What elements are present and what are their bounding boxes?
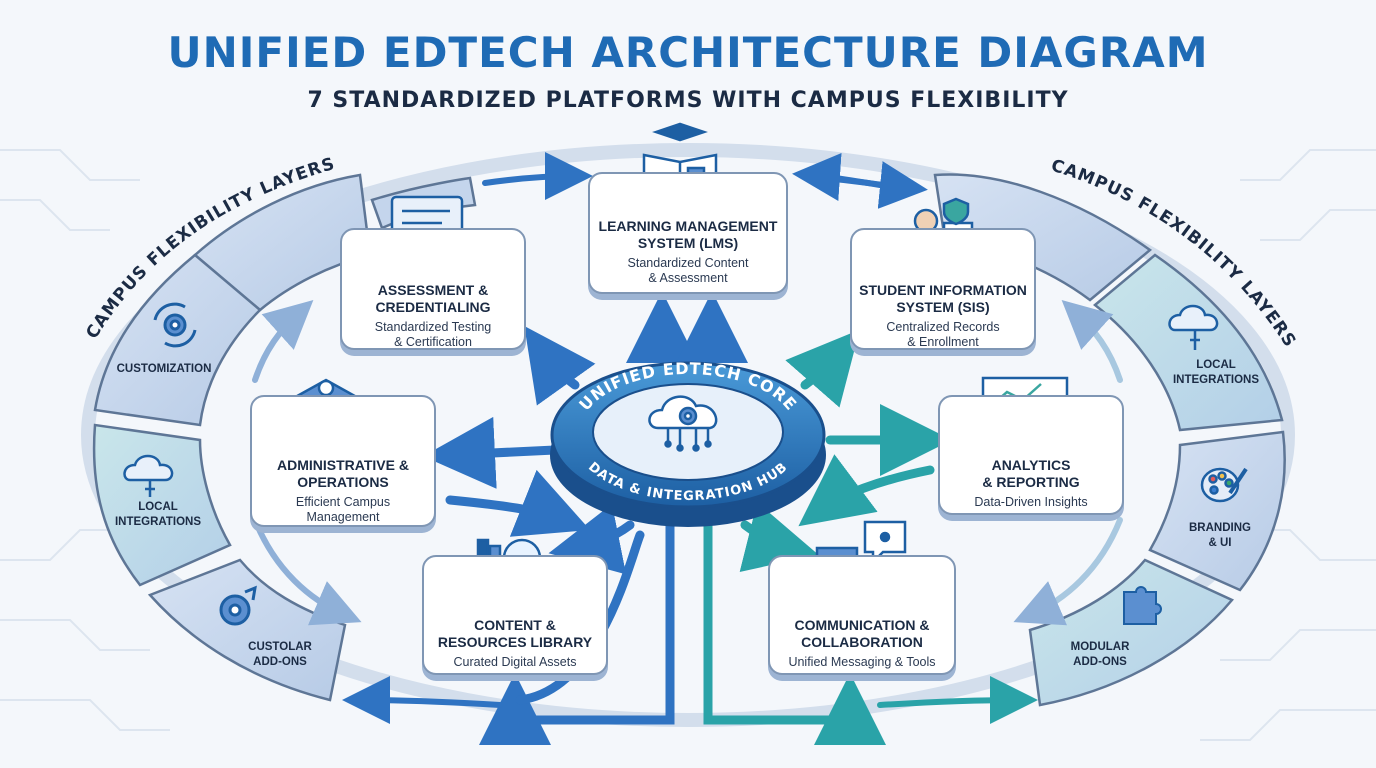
- arrow-left-inner-down: [252, 517, 362, 626]
- platform-description-line: Unified Messaging & Tools: [788, 655, 936, 669]
- palette-icon: [1200, 467, 1248, 503]
- platform-description-line: Management: [306, 510, 380, 524]
- platform-description-line: Curated Digital Assets: [453, 655, 577, 669]
- platform-title-line: & REPORTING: [982, 474, 1080, 490]
- platform-card-analytics: ANALYTICS & REPORTING Data-Driven Insigh…: [938, 395, 1124, 515]
- arrow-right-inner-down: [1013, 517, 1123, 626]
- outer-flow-arrows: [252, 152, 1123, 725]
- arrow-top-left: [482, 152, 593, 201]
- segment-label-line: ADD-ONS: [1073, 656, 1127, 668]
- arrow-admin-to-core: [445, 469, 591, 537]
- right-cloud-plug-icon: [1168, 304, 1219, 350]
- platform-title-line: ADMINISTRATIVE &: [277, 457, 409, 473]
- background-circuit-lines: [0, 149, 1376, 741]
- arrow-right-inner-up: [1061, 299, 1123, 383]
- right-segment-branding: [1148, 430, 1286, 592]
- segment-label-line: LOCAL: [138, 501, 178, 513]
- platform-description-line: Data-Driven Insights: [974, 495, 1088, 509]
- arrow-bottom-right: [877, 676, 1038, 725]
- right-flexibility-ring: [933, 173, 1286, 707]
- platform-title-line: CREDENTIALING: [375, 299, 491, 315]
- arrow-core-to-communication: [739, 502, 819, 573]
- left-segment-label-custolar-addons: CUSTOLAR ADD-ONS: [220, 640, 340, 670]
- platform-card-lms: LEARNING MANAGEMENT SYSTEM (LMS) Standar…: [588, 172, 788, 294]
- segment-label-line: BRANDING: [1189, 522, 1251, 534]
- platform-title-line: RESOURCES LIBRARY: [437, 634, 593, 650]
- platform-title-line: STUDENT INFORMATION: [859, 282, 1027, 298]
- segment-label-line: LOCAL: [1196, 359, 1236, 371]
- page-subtitle: 7 STANDARDIZED PLATFORMS WITH CAMPUS FLE…: [307, 88, 1069, 113]
- segment-label-line: CUSTOLAR: [248, 641, 312, 653]
- segment-label-line: MODULAR: [1070, 641, 1130, 653]
- outer-ring-shadow: [81, 143, 1295, 727]
- arrow-top-right-back: [792, 153, 883, 201]
- page-title: UNIFIED EDTECH ARCHITECTURE DIAGRAM: [167, 28, 1209, 77]
- right-segment-modular-addons: [1028, 558, 1235, 707]
- cloud-plug-icon: [123, 454, 174, 497]
- arrow-bottom-left: [342, 676, 503, 725]
- platform-title-line: COMMUNICATION &: [794, 617, 930, 633]
- core-hub: UNIFIED EDTECH CORE DATA & INTEGRATION H…: [550, 359, 826, 527]
- platform-description-line: Centralized Records: [886, 320, 1000, 334]
- gear-arrow-icon: [219, 585, 257, 626]
- segment-label-line: & UI: [1208, 537, 1232, 549]
- platform-title-line: ANALYTICS: [991, 457, 1071, 473]
- platform-description-line: Standardized Testing: [374, 320, 492, 334]
- arrow-analytics-to-core: [798, 454, 935, 527]
- platform-title-line: SYSTEM (LMS): [637, 235, 739, 251]
- left-segment-custolar-addons: [147, 558, 347, 702]
- arrow-core-down-left: [479, 515, 675, 745]
- segment-label-line: CUSTOMIZATION: [116, 363, 212, 375]
- arrow-core-to-assessment: [524, 326, 596, 406]
- platform-title-line: OPERATIONS: [297, 474, 389, 490]
- arrow-core-to-content: [548, 503, 635, 575]
- gear-cycle-icon: [153, 302, 197, 348]
- right-segment-local-integrations: [1093, 253, 1284, 432]
- puzzle-piece-icon: [1123, 586, 1162, 625]
- core-connector-arrows: [423, 291, 952, 745]
- right-segment-label-local-integrations: LOCAL INTEGRATIONS: [1156, 358, 1276, 388]
- core-inner: [592, 383, 784, 481]
- arrow-core-to-admin: [423, 416, 560, 489]
- left-segment-local-integrations: [92, 423, 232, 587]
- platform-description-line: Efficient Campus: [295, 495, 391, 509]
- platform-card-admin: ADMINISTRATIVE & OPERATIONS Efficient Ca…: [250, 395, 436, 527]
- platform-description-line: & Certification: [394, 335, 472, 349]
- arrow-core-to-sis: [785, 329, 860, 408]
- platform-title-line: ASSESSMENT &: [377, 282, 489, 298]
- platform-title-line: COLLABORATION: [801, 634, 923, 650]
- right-segment-label-branding: BRANDING & UI: [1160, 521, 1280, 551]
- platform-card-sis: STUDENT INFORMATION SYSTEM (SIS) Central…: [850, 228, 1036, 350]
- platform-title-line: SYSTEM (SIS): [896, 299, 990, 315]
- left-segment-label-customization: CUSTOMIZATION: [104, 362, 224, 377]
- platform-card-assessment: ASSESSMENT & CREDENTIALING Standardized …: [340, 228, 526, 350]
- arrow-left-inner-up: [252, 299, 314, 383]
- segment-label-line: ADD-ONS: [253, 656, 307, 668]
- platform-description-line: & Assessment: [648, 271, 728, 285]
- left-segment-label-local-integrations: LOCAL INTEGRATIONS: [98, 500, 218, 530]
- segment-label-line: INTEGRATIONS: [1172, 374, 1260, 386]
- cloud-gear-icon: [648, 395, 718, 452]
- platform-card-communication: COMMUNICATION & COLLABORATION Unified Me…: [768, 555, 956, 675]
- segment-label-line: INTEGRATIONS: [114, 516, 202, 528]
- platform-title-line: LEARNING MANAGEMENT: [598, 218, 778, 234]
- arrow-core-down-right: [703, 515, 886, 745]
- platform-description-line: & Enrollment: [907, 335, 979, 349]
- platform-card-content: CONTENT & RESOURCES LIBRARY Curated Digi…: [422, 555, 608, 675]
- platform-description-line: Standardized Content: [627, 256, 749, 270]
- right-segment-label-modular-addons: MODULAR ADD-ONS: [1040, 640, 1160, 670]
- platform-title-line: CONTENT &: [474, 617, 556, 633]
- left-segment-customization: [93, 253, 262, 427]
